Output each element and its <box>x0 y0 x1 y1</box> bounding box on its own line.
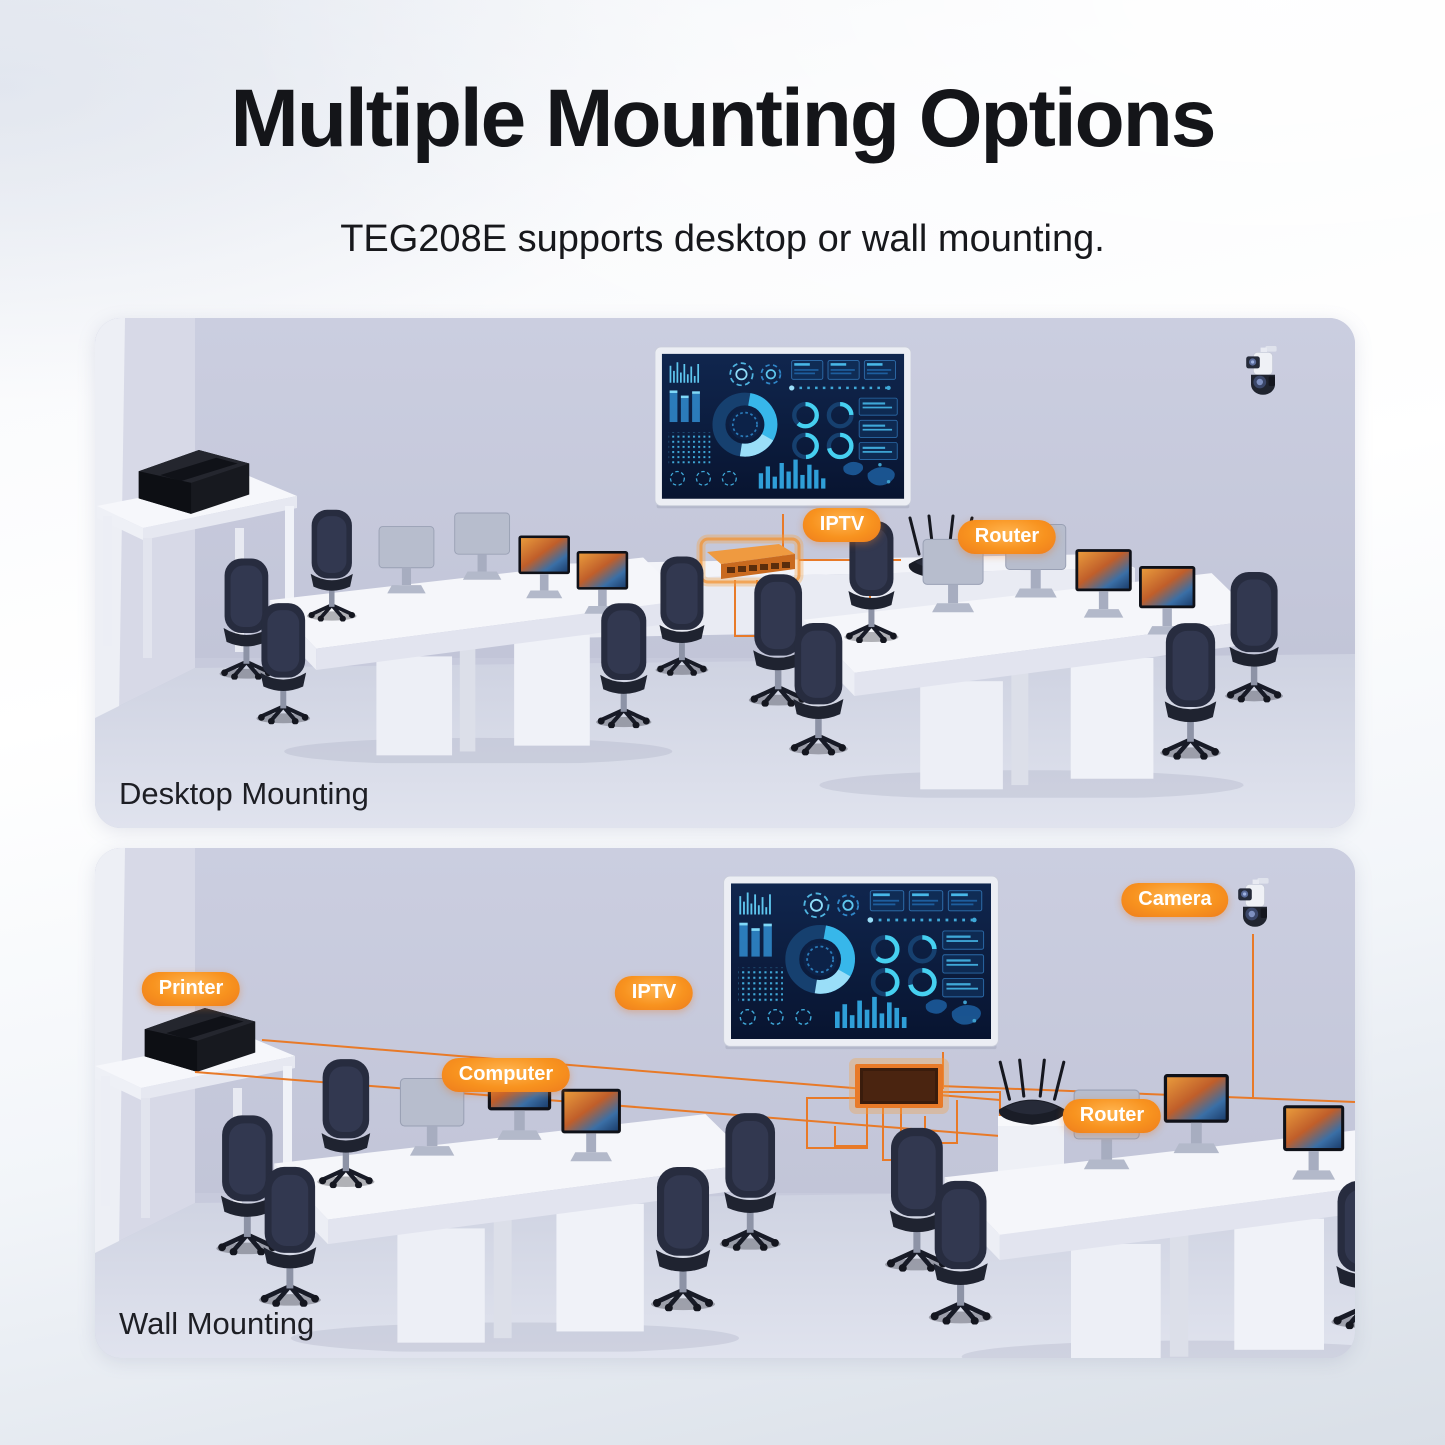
camera-badge: Camera <box>1121 883 1229 917</box>
iptv-tv-dashboard <box>724 876 999 1049</box>
router-badge: Router <box>1062 1099 1162 1133</box>
page-subtitle: TEG208E supports desktop or wall mountin… <box>340 218 1105 260</box>
printer-badge: Printer <box>141 972 241 1006</box>
desktop-mounting-panel: IPTV Router Desktop Mounting <box>95 318 1355 828</box>
router-badge: Router <box>957 520 1057 554</box>
iptv-tv-dashboard <box>655 347 911 508</box>
computer-badge: Computer <box>441 1058 571 1092</box>
panel-caption-wall: Wall Mounting <box>119 1306 315 1341</box>
wall-switch-device <box>849 1058 949 1114</box>
iptv-badge: IPTV <box>614 976 694 1010</box>
desktop-mounting-scene <box>95 318 1355 828</box>
page-title: Multiple Mounting Options <box>230 73 1217 164</box>
desktop-switch-device <box>696 534 804 587</box>
iptv-badge: IPTV <box>802 508 882 542</box>
wall-mounting-scene <box>95 848 1355 1358</box>
panel-caption-desktop: Desktop Mounting <box>119 776 369 811</box>
wall-mounting-panel: Printer Computer IPTV Camera Router Wall… <box>95 848 1355 1358</box>
